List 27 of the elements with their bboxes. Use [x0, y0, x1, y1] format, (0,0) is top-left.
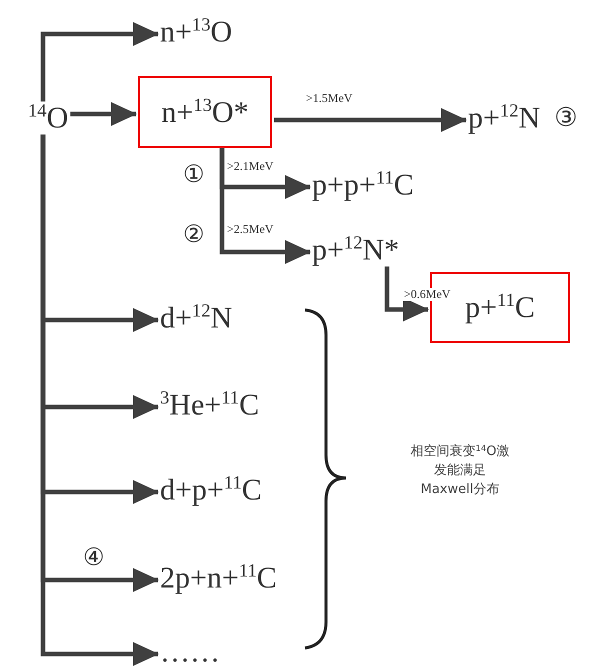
circled-number: ① — [183, 162, 205, 186]
reaction-product: p+$^{12}$N — [468, 102, 540, 134]
arrow — [384, 266, 429, 322]
arrow — [40, 22, 159, 102]
edge-label: >2.1MeV — [226, 160, 274, 174]
circled-number: ② — [183, 222, 205, 246]
edge-label: >0.6MeV — [403, 288, 452, 302]
arrow — [70, 102, 137, 126]
reaction-product: p+$^{12}$N* — [312, 234, 400, 266]
highlighted-product-box — [138, 76, 272, 148]
reaction-product: d+p+$^{11}$C — [160, 474, 262, 506]
arrow — [220, 148, 311, 264]
edge-label: >2.5MeV — [226, 223, 274, 236]
arrow — [274, 108, 467, 132]
reaction-product: n+$^{13}$O* — [161, 96, 249, 128]
edge-label: >1.5MeV — [305, 92, 354, 106]
circled-number: ③ — [554, 104, 578, 132]
reaction-product: p+p+$^{11}$C — [312, 168, 414, 202]
reaction-product: p+$^{11}$C — [465, 291, 535, 324]
reaction-product: 2p+n+$^{11}$C — [160, 562, 277, 594]
reaction-product: d+$^{12}$N — [160, 302, 232, 334]
reaction-product: $^{14}$O — [28, 102, 68, 134]
note-text: 相空间衰变$^{14}$O激发能满足Maxwell分布 — [410, 443, 510, 499]
circled-number: ④ — [83, 545, 105, 569]
reaction-product: n+$^{13}$O — [160, 16, 232, 48]
reaction-product: …… — [160, 636, 220, 667]
reaction-product: $^{3}$He+$^{11}$C — [160, 388, 260, 422]
